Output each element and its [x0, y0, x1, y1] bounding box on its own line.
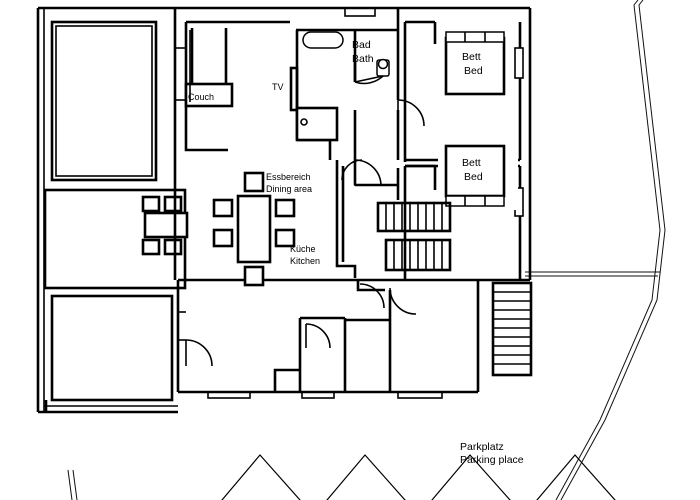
dining-chair-3 [212, 198, 234, 218]
bed-1-label-de: Bett [462, 51, 481, 63]
washbasin-cabinet [295, 106, 339, 142]
property-boundary-bottom-left [67, 469, 78, 500]
parking-slot-3 [431, 454, 511, 500]
terrace-outline [36, 6, 178, 414]
terrace-chair-3 [141, 238, 161, 256]
lower-windows [207, 391, 443, 399]
terrace-area [43, 188, 187, 290]
dining-chair-5 [274, 198, 296, 218]
hallway-door-1 [397, 99, 425, 127]
bathtub [302, 31, 344, 49]
dining-chair-4 [212, 228, 234, 248]
parking-slot-4 [536, 454, 616, 500]
bath-label-de: Bad [352, 39, 371, 51]
bed-2-frame [438, 130, 518, 210]
terrace-chair-4 [163, 238, 183, 256]
terrace-chair-1 [141, 195, 161, 213]
dining-label-en: Dining area [266, 184, 312, 194]
bath-label-en: Bath [352, 53, 374, 65]
lower-door-corridor [305, 323, 331, 349]
dining-chair-6 [274, 228, 296, 248]
lower-door-entry [185, 339, 213, 367]
kitchen-label-de: Küche [290, 244, 316, 254]
property-boundary-fence-east [525, 271, 660, 277]
interior-stairs-upper [376, 201, 452, 233]
kitchen-counter [335, 160, 357, 278]
dining-table [236, 194, 272, 264]
exterior-stairs [491, 281, 533, 377]
bathroom-window [344, 7, 376, 17]
dining-chair-2 [243, 265, 265, 287]
lower-left-garden [50, 294, 174, 402]
lower-door-hall-2 [359, 283, 385, 309]
lower-door-hall [389, 287, 417, 315]
parking-label-en: Parking place [460, 454, 524, 466]
terrace-upper-room [50, 20, 158, 182]
bed-2-label-de: Bett [462, 157, 481, 169]
couch-label: Couch [188, 92, 214, 102]
terrace-table [143, 211, 189, 239]
couch-seat [184, 82, 234, 108]
living-room-walls [175, 20, 290, 152]
interior-stairs-lower [384, 238, 452, 272]
parking-label-de: Parkplatz [460, 441, 504, 453]
terrace-chair-2 [163, 195, 183, 213]
bedroom-2-walls [403, 164, 524, 280]
parking-slot-2 [326, 454, 406, 500]
tv-label: TV [272, 82, 284, 92]
parking-slot-1 [221, 454, 301, 500]
bed-1-label-en: Bed [464, 65, 483, 77]
parking-slots-group [221, 454, 616, 500]
bedroom-1-window [514, 47, 524, 79]
dining-table-group [212, 171, 296, 287]
property-boundary-right [555, 0, 666, 500]
bed-2-label-en: Bed [464, 171, 483, 183]
dining-chair-1 [243, 171, 265, 193]
couch-group [184, 28, 234, 108]
bathroom-door [353, 60, 384, 85]
toilet [376, 58, 390, 77]
terrace-furniture-group [141, 195, 189, 256]
dining-label-de: Essbereich [266, 172, 311, 182]
bed-1 [444, 31, 506, 96]
kitchen-label-en: Kitchen [290, 256, 320, 266]
